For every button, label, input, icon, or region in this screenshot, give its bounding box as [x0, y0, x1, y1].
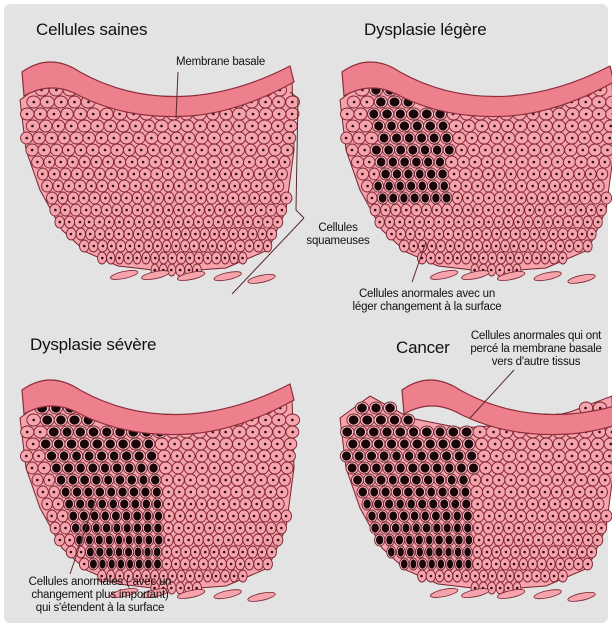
label-basal-membrane: Membrane basale — [176, 56, 265, 69]
title-mild-dysplasia: Dysplasie légère — [364, 20, 486, 40]
label-cancer-abnormal-cells: Cellules anormales qui ont percé la memb… — [466, 330, 606, 369]
tissue-mild-dysplasia — [340, 62, 612, 285]
label-squamous-cells: Cellules squameuses — [296, 222, 380, 248]
title-severe-dysplasia: Dysplasie sévère — [30, 335, 156, 355]
title-cancer: Cancer — [396, 338, 450, 358]
tissue-healthy — [20, 62, 299, 285]
label-severe-abnormal-cells: Cellules anormales ( avec un changement … — [10, 576, 190, 615]
title-healthy: Cellules saines — [36, 20, 147, 40]
tissue-severe-dysplasia — [20, 380, 300, 603]
label-mild-abnormal-cells: Cellules anormales avec un léger changem… — [332, 288, 522, 314]
tissue-cancer — [340, 380, 612, 603]
